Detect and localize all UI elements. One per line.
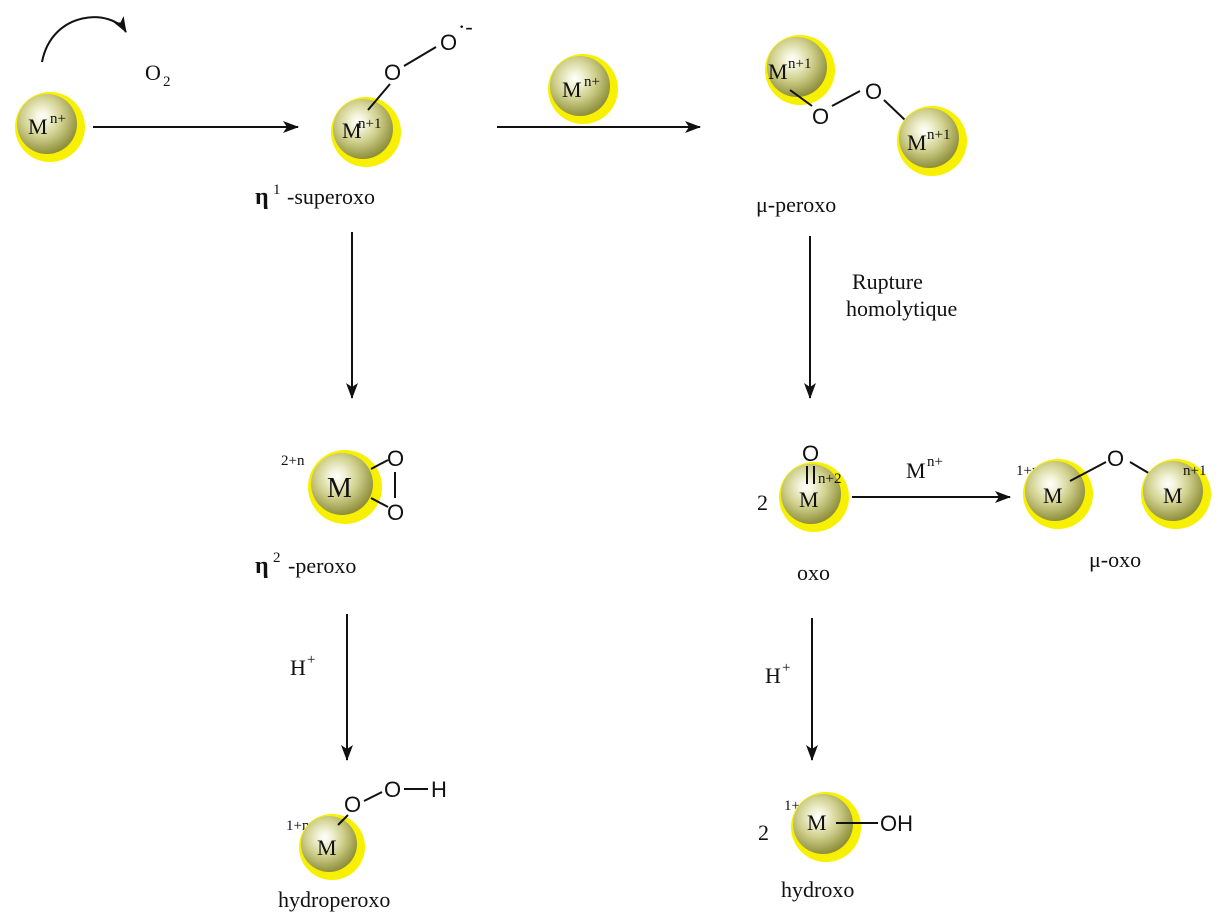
mu-oxo-label: μ-oxo <box>1089 547 1141 572</box>
start-metal-charge: n+ <box>50 111 66 127</box>
superoxo-label-eta: η <box>255 184 269 210</box>
mu-peroxo-m2-charge: n+1 <box>927 127 950 143</box>
hydroperoxo-o2: O <box>384 777 401 802</box>
start-metal-sphere: M n+ <box>15 92 85 162</box>
hydroxo-complex: 2 1+n M OH <box>758 792 913 862</box>
hydroxo-metal-symbol: M <box>807 810 827 835</box>
eta2-peroxo-o1: O <box>387 446 404 471</box>
h-plus-right: H + <box>765 660 790 688</box>
eta2-peroxo-metal-symbol: M <box>327 473 352 504</box>
mu-peroxo-label: μ-peroxo <box>756 192 836 217</box>
mu-peroxo-o2: O <box>865 79 882 104</box>
o2-reagent: O 2 <box>145 60 171 90</box>
oxo-metal-symbol: M <box>799 487 819 512</box>
superoxo-metal-symbol: M <box>342 118 362 143</box>
mn-reagent-mid-symbol: M <box>906 458 926 483</box>
start-metal-symbol: M <box>28 114 48 139</box>
h-plus-left: H + <box>290 652 315 680</box>
hydroxo-coefficient: 2 <box>758 820 769 845</box>
mu-oxo-m2-symbol: M <box>1163 483 1183 508</box>
superoxo-label-text: -superoxo <box>287 184 375 209</box>
eta2-peroxo-label-sup: 2 <box>273 550 281 566</box>
mu-oxo-complex: 1+n M O M n+1 <box>1016 446 1211 529</box>
hydroperoxo-h: H <box>431 777 447 802</box>
hydroxo-oh: OH <box>880 811 913 836</box>
eta2-peroxo-o2: O <box>387 500 404 525</box>
o2-curved-arrow <box>41 16 127 63</box>
h-plus-right-symbol: H <box>765 663 781 688</box>
oxo-complex: 2 O M n+2 <box>757 441 849 532</box>
mn-reagent-top-charge: n+ <box>584 74 600 90</box>
oxo-o-atom: O <box>802 441 819 466</box>
mu-peroxo-complex: M n+1 O O M n+1 <box>765 35 967 176</box>
superoxo-o2: O <box>440 30 457 55</box>
superoxo-complex: M n+1 O O ·- <box>331 14 473 167</box>
hydroperoxo-complex: 1+n M O O H <box>286 777 447 880</box>
mu-peroxo-m1-charge: n+1 <box>788 56 811 72</box>
mu-oxo-o-atom: O <box>1107 446 1124 471</box>
eta2-peroxo-complex: 2+n M O O <box>281 446 404 525</box>
hydroperoxo-o1: O <box>344 792 361 817</box>
mn-reagent-mid-charge: n+ <box>927 454 943 470</box>
mu-oxo-charge-right: n+1 <box>1183 463 1206 479</box>
mu-peroxo-o1: O <box>812 104 829 129</box>
hydroxo-label: hydroxo <box>781 877 854 902</box>
eta2-peroxo-label-text: -peroxo <box>288 553 356 578</box>
mn-reagent-mid: M n+ <box>906 454 943 483</box>
mn-reagent-top-symbol: M <box>562 77 582 102</box>
eta2-peroxo-label: η 2 -peroxo <box>255 550 356 579</box>
oxo-label: oxo <box>797 560 830 585</box>
eta2-peroxo-charge: 2+n <box>281 453 305 469</box>
o2-symbol: O <box>145 60 161 85</box>
h-plus-left-symbol: H <box>290 655 306 680</box>
oxo-metal-charge: n+2 <box>818 471 841 487</box>
hydroperoxo-label: hydroperoxo <box>278 887 390 912</box>
h-plus-right-charge: + <box>782 660 790 676</box>
rupture-label-line2: homolytique <box>846 296 957 321</box>
rupture-label-line1: Rupture <box>852 269 923 294</box>
oxo-coefficient: 2 <box>757 490 768 515</box>
mu-oxo-m1-symbol: M <box>1043 483 1063 508</box>
mu-peroxo-m1-symbol: M <box>768 59 788 84</box>
superoxo-o1: O <box>384 60 401 85</box>
hydroperoxo-metal-symbol: M <box>317 835 337 860</box>
superoxo-metal-charge: n+1 <box>358 116 381 132</box>
o2-subscript: 2 <box>163 74 171 90</box>
eta2-peroxo-label-eta: η <box>255 553 269 579</box>
superoxo-label: η 1 -superoxo <box>255 182 375 210</box>
mu-peroxo-m2-symbol: M <box>907 130 927 155</box>
h-plus-left-charge: + <box>307 652 315 668</box>
superoxo-radical: ·- <box>458 14 473 39</box>
superoxo-label-sup: 1 <box>273 182 281 198</box>
mn-reagent-top: M n+ <box>548 54 618 124</box>
